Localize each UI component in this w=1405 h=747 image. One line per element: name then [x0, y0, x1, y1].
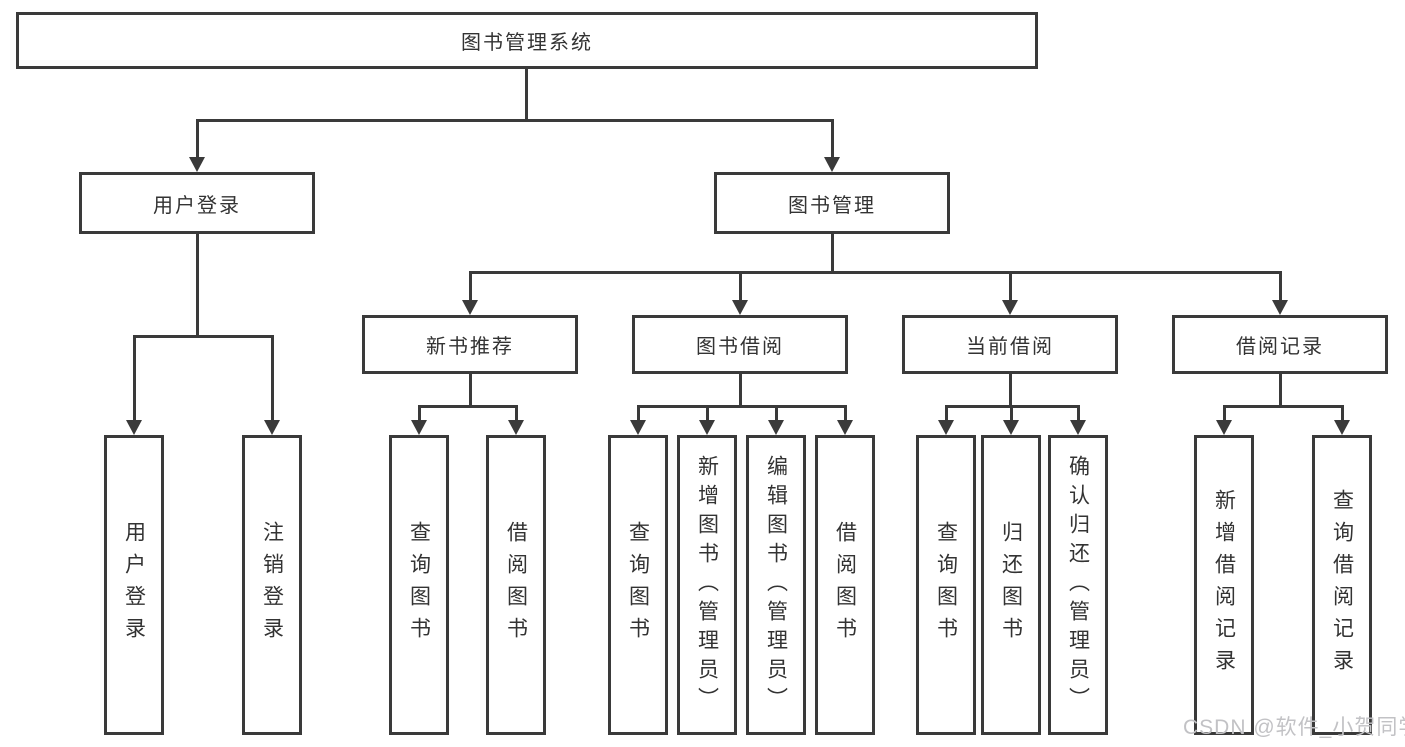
node-root: 图书管理系统: [16, 12, 1038, 69]
node-leaf-borrow-book-a: 借阅图书: [486, 435, 546, 735]
connector-to-leaf-query-record: [1341, 405, 1344, 421]
arrowhead-to-book-mgmt: [824, 157, 840, 172]
connector-book-borrow-stem: [739, 374, 742, 407]
connector-to-leaf-borrow-book-b: [844, 405, 847, 421]
node-leaf-add-record-label: 新增借阅记录: [1212, 489, 1236, 681]
node-leaf-query-book-a-label: 查询图书: [407, 521, 431, 649]
node-root-label: 图书管理系统: [461, 32, 593, 54]
node-user-login-label: 用户登录: [153, 194, 241, 217]
node-current-borrow-label: 当前借阅: [966, 336, 1054, 358]
arrowhead-to-leaf-return-book: [1003, 420, 1019, 435]
node-leaf-edit-book-label: 编辑图书（管理员）: [764, 454, 788, 716]
connector-root-stem: [525, 69, 528, 120]
connector-to-leaf-query-book-b: [637, 405, 640, 421]
node-leaf-borrow-book-a-label: 借阅图书: [504, 521, 528, 649]
node-borrow-record-label: 借阅记录: [1236, 336, 1324, 358]
connector-borrow-record-stem: [1279, 374, 1282, 407]
connector-to-user-login: [196, 119, 199, 158]
arrowhead-to-book-borrow: [732, 300, 748, 315]
node-leaf-logout: 注销登录: [242, 435, 302, 735]
connector-new-book-rec-crossbar: [418, 405, 518, 408]
connector-new-book-rec-stem: [469, 374, 472, 407]
node-leaf-query-book-b-label: 查询图书: [626, 521, 650, 649]
connector-to-leaf-add-record: [1223, 405, 1226, 421]
arrowhead-to-leaf-borrow-book-b: [837, 420, 853, 435]
node-leaf-logout-label: 注销登录: [260, 521, 284, 649]
connector-user-login-stem: [196, 234, 199, 337]
node-new-book-rec-label: 新书推荐: [426, 336, 514, 358]
connector-root-crossbar: [196, 119, 834, 122]
node-leaf-add-book-label: 新增图书（管理员）: [695, 454, 719, 716]
node-leaf-confirm-return: 确认归还（管理员）: [1048, 435, 1108, 735]
arrowhead-to-leaf-logout: [264, 420, 280, 435]
node-new-book-rec: 新书推荐: [362, 315, 578, 374]
node-leaf-confirm-return-label: 确认归还（管理员）: [1066, 454, 1090, 716]
arrowhead-to-leaf-query-book-b: [630, 420, 646, 435]
connector-to-leaf-return-book: [1010, 405, 1013, 421]
connector-to-current-borrow: [1009, 271, 1012, 302]
arrowhead-to-leaf-borrow-book-a: [508, 420, 524, 435]
node-user-login: 用户登录: [79, 172, 315, 234]
connector-to-leaf-confirm-return: [1077, 405, 1080, 421]
connector-book-mgmt-stem: [831, 234, 834, 273]
arrowhead-to-leaf-add-record: [1216, 420, 1232, 435]
connector-to-leaf-query-book-a: [418, 405, 421, 421]
node-current-borrow: 当前借阅: [902, 315, 1118, 374]
node-book-mgmt: 图书管理: [714, 172, 950, 234]
node-book-borrow: 图书借阅: [632, 315, 848, 374]
connector-to-book-mgmt: [831, 119, 834, 158]
arrowhead-to-leaf-query-record: [1334, 420, 1350, 435]
connector-to-borrow-record: [1279, 271, 1282, 302]
node-leaf-borrow-book-b-label: 借阅图书: [833, 521, 857, 649]
arrowhead-to-current-borrow: [1002, 300, 1018, 315]
connector-to-new-book-rec: [469, 271, 472, 302]
connector-to-leaf-user-login: [133, 335, 136, 421]
connector-book-mgmt-crossbar: [469, 271, 1282, 274]
arrowhead-to-leaf-query-book-c: [938, 420, 954, 435]
connector-to-leaf-logout: [271, 335, 274, 421]
arrowhead-to-new-book-rec: [462, 300, 478, 315]
connector-to-leaf-edit-book: [775, 405, 778, 421]
arrowhead-to-leaf-query-book-a: [411, 420, 427, 435]
connector-user-login-crossbar: [133, 335, 274, 338]
node-borrow-record: 借阅记录: [1172, 315, 1388, 374]
node-leaf-user-login-label: 用户登录: [122, 521, 146, 649]
connector-to-leaf-add-book: [706, 405, 709, 421]
node-leaf-return-book: 归还图书: [981, 435, 1041, 735]
node-leaf-query-book-b: 查询图书: [608, 435, 668, 735]
node-book-borrow-label: 图书借阅: [696, 336, 784, 358]
node-leaf-return-book-label: 归还图书: [999, 521, 1023, 649]
node-leaf-edit-book: 编辑图书（管理员）: [746, 435, 806, 735]
arrowhead-to-leaf-add-book: [699, 420, 715, 435]
arrowhead-to-leaf-confirm-return: [1070, 420, 1086, 435]
arrowhead-to-leaf-edit-book: [768, 420, 784, 435]
node-leaf-query-book-c-label: 查询图书: [934, 521, 958, 649]
connector-book-borrow-crossbar: [637, 405, 846, 408]
node-leaf-user-login: 用户登录: [104, 435, 164, 735]
csdn-watermark: CSDN @软件_小贺同学: [1183, 716, 1405, 739]
node-leaf-add-record: 新增借阅记录: [1194, 435, 1254, 735]
connector-borrow-record-crossbar: [1223, 405, 1343, 408]
node-leaf-query-record: 查询借阅记录: [1312, 435, 1372, 735]
node-book-mgmt-label: 图书管理: [788, 194, 876, 217]
arrowhead-to-borrow-record: [1272, 300, 1288, 315]
connector-current-borrow-stem: [1009, 374, 1012, 407]
arrowhead-to-user-login: [189, 157, 205, 172]
node-leaf-query-record-label: 查询借阅记录: [1330, 489, 1354, 681]
connector-to-book-borrow: [739, 271, 742, 302]
connector-to-leaf-borrow-book-a: [515, 405, 518, 421]
node-leaf-borrow-book-b: 借阅图书: [815, 435, 875, 735]
connector-to-leaf-query-book-c: [945, 405, 948, 421]
node-leaf-query-book-a: 查询图书: [389, 435, 449, 735]
node-leaf-add-book: 新增图书（管理员）: [677, 435, 737, 735]
arrowhead-to-leaf-user-login: [126, 420, 142, 435]
node-leaf-query-book-c: 查询图书: [916, 435, 976, 735]
